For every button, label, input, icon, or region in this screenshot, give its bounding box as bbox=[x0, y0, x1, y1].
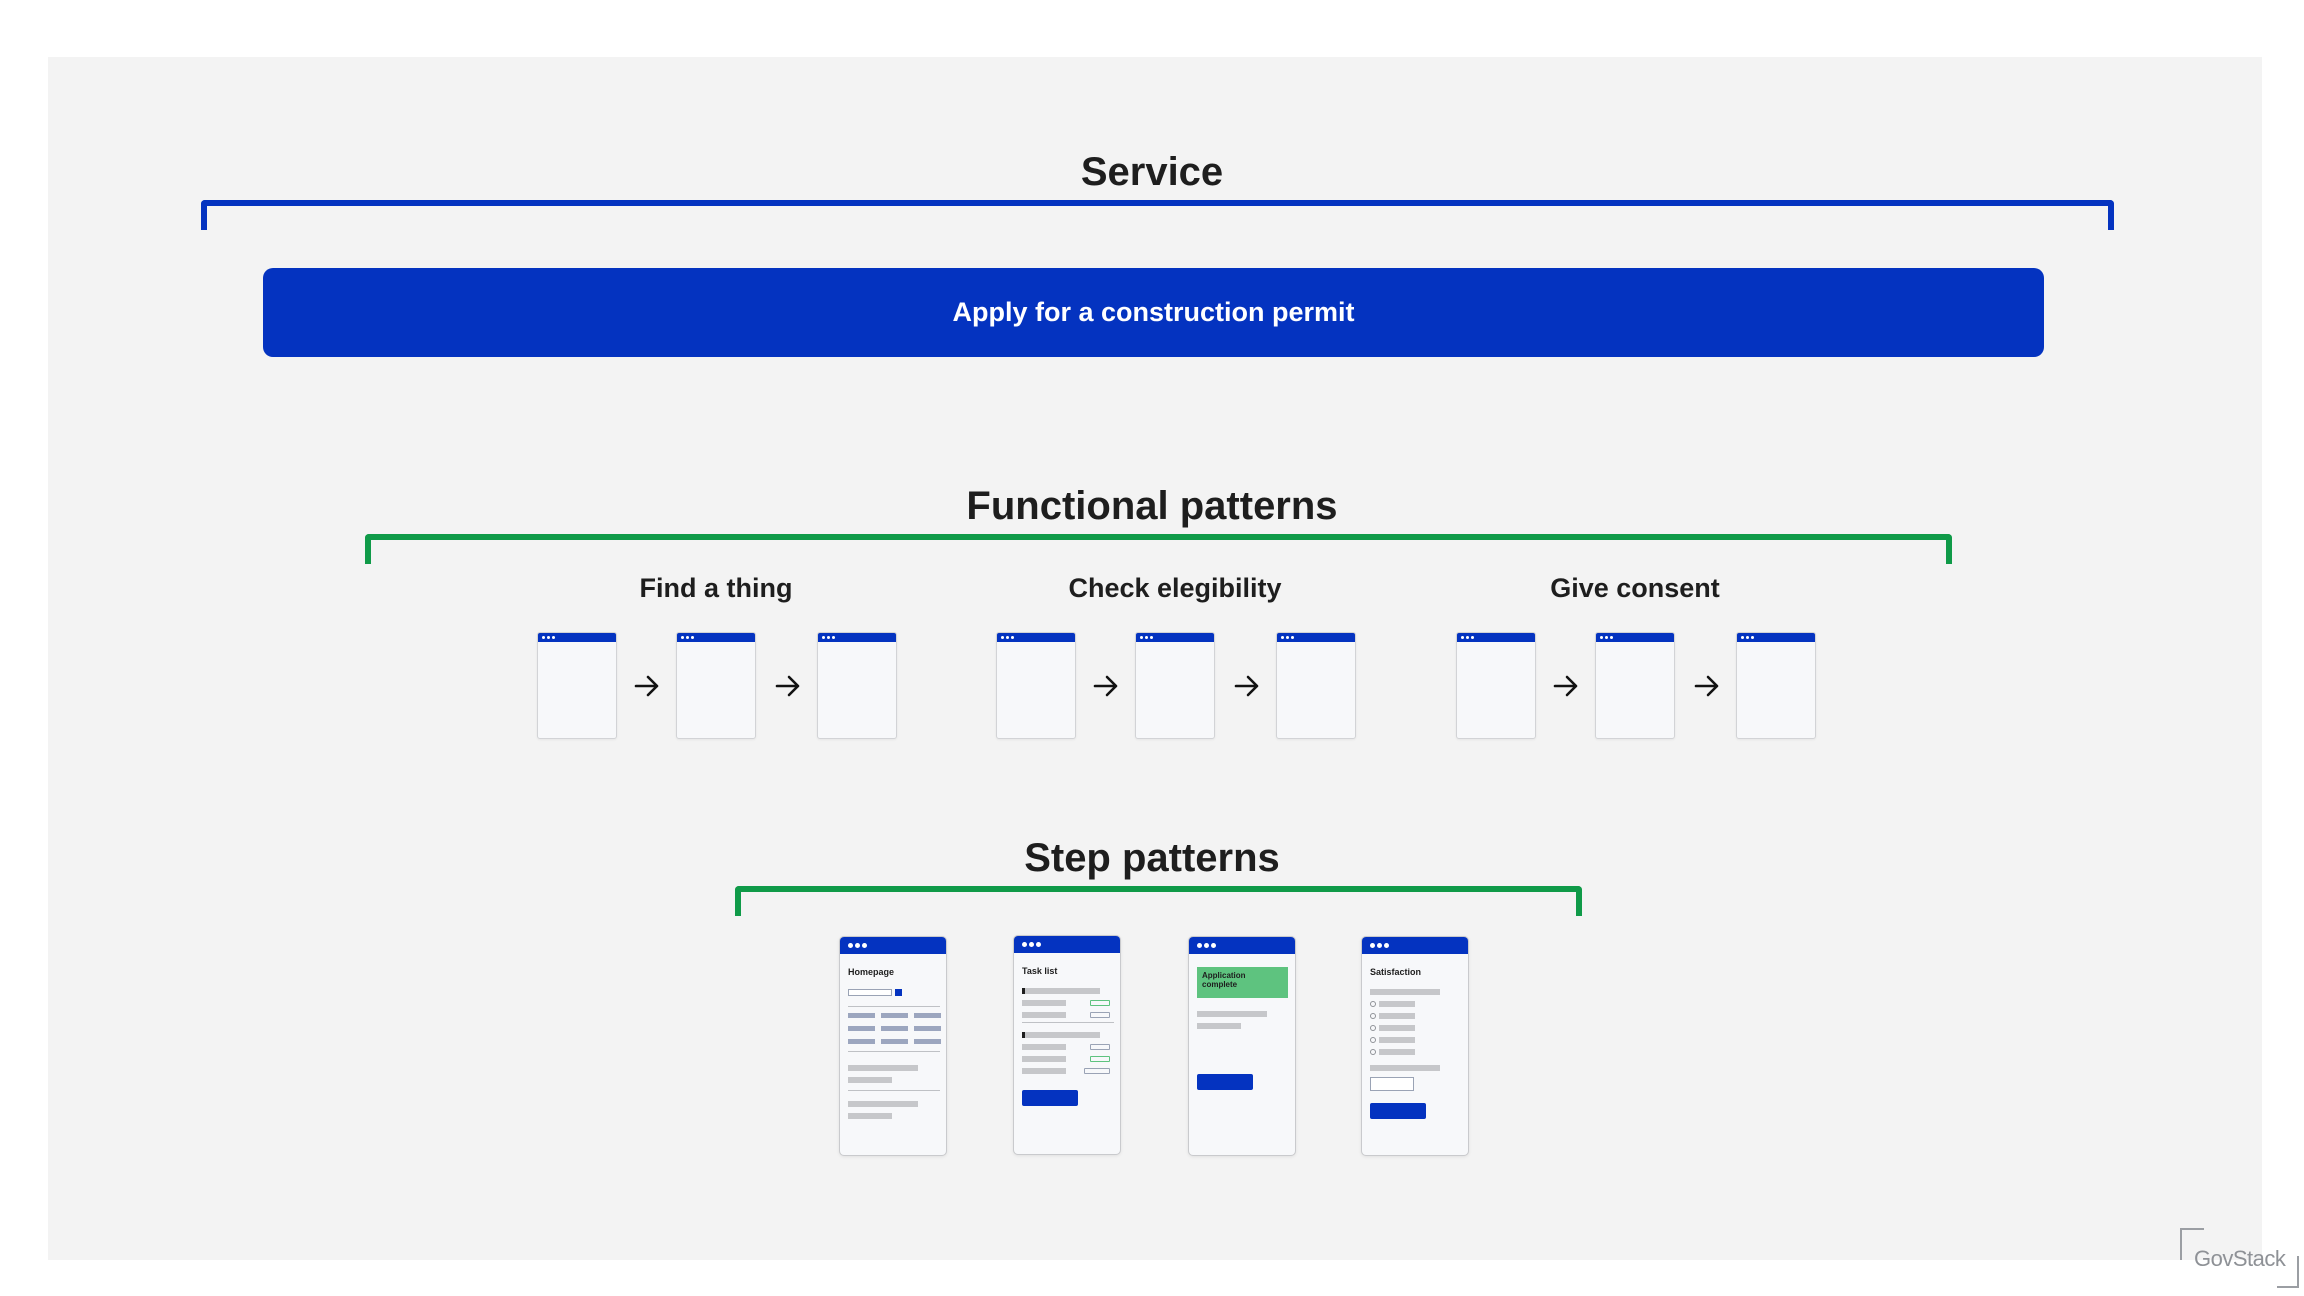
arrow-right-icon bbox=[1093, 675, 1118, 697]
arrow-right-icon bbox=[775, 675, 800, 697]
arrow-right-icon bbox=[1234, 675, 1259, 697]
satisfaction-screen: Satisfaction bbox=[1361, 936, 1469, 1156]
group-title-consent: Give consent bbox=[1550, 573, 1720, 603]
screen-thumbnail bbox=[1276, 632, 1356, 739]
arrow-right-icon bbox=[1694, 675, 1719, 697]
arrow-right-icon bbox=[634, 675, 659, 697]
screen-thumbnail bbox=[996, 632, 1076, 739]
arrow-right-icon bbox=[1553, 675, 1578, 697]
functional-patterns-bracket bbox=[365, 534, 1952, 564]
application-complete-title: Application complete bbox=[1202, 971, 1246, 989]
group-title-find: Find a thing bbox=[639, 573, 793, 603]
service-bar: Apply for a construction permit bbox=[263, 268, 2044, 357]
task-list-screen: Task list bbox=[1013, 935, 1121, 1155]
screen-thumbnail bbox=[1135, 632, 1215, 739]
screen-thumbnail bbox=[817, 632, 897, 739]
step-patterns-heading: Step patterns bbox=[1024, 836, 1280, 880]
step-patterns-bracket bbox=[735, 886, 1582, 916]
functional-patterns-heading: Functional patterns bbox=[966, 484, 1338, 528]
screen-thumbnail bbox=[676, 632, 756, 739]
homepage-screen: Homepage bbox=[839, 936, 947, 1156]
service-heading: Service bbox=[1080, 150, 1224, 194]
service-bracket bbox=[201, 200, 2114, 230]
homepage-title: Homepage bbox=[848, 967, 895, 977]
screen-thumbnail bbox=[1456, 632, 1536, 739]
govstack-logo: GovStack bbox=[2180, 1228, 2304, 1288]
screen-thumbnail bbox=[1595, 632, 1675, 739]
satisfaction-title: Satisfaction bbox=[1370, 967, 1422, 977]
screen-thumbnail bbox=[537, 632, 617, 739]
application-complete-screen: Application complete bbox=[1188, 936, 1296, 1156]
group-title-check: Check elegibility bbox=[1068, 573, 1282, 603]
task-list-title: Task list bbox=[1022, 966, 1058, 976]
service-bar-label: Apply for a construction permit bbox=[952, 297, 1355, 327]
screen-thumbnail bbox=[1736, 632, 1816, 739]
